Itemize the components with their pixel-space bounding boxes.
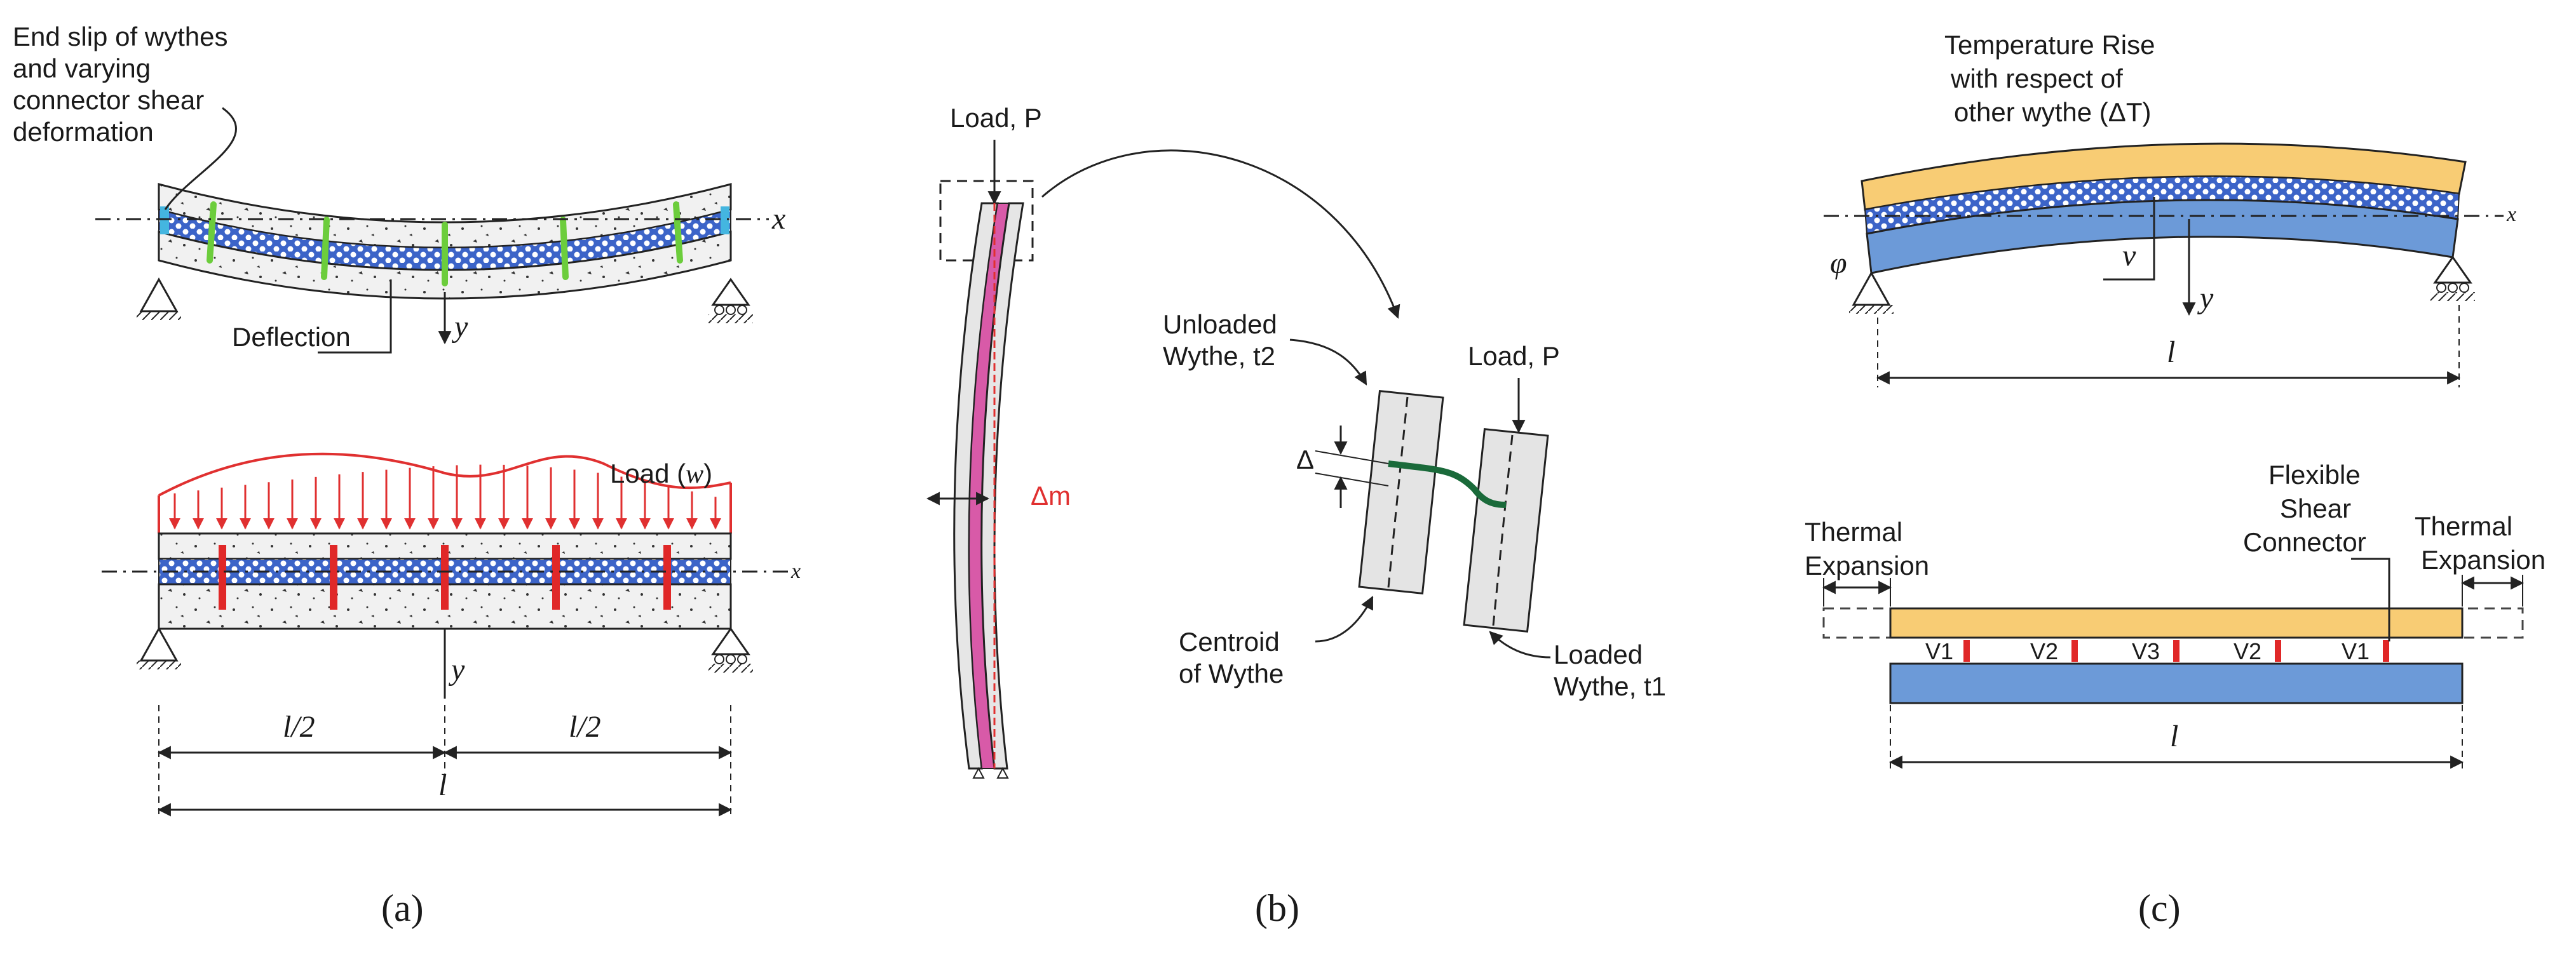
label-v2-right: V2	[2234, 638, 2261, 664]
support-roller-right-lower	[708, 627, 753, 673]
cool-wythe-flat	[1889, 662, 2464, 704]
support-pin-left	[137, 277, 181, 320]
panel-b: Load, P Δm Δ Load, P	[926, 103, 1666, 929]
caption-c: (c)	[2138, 887, 2181, 929]
span-dimensions: l/2 l/2 l	[157, 705, 733, 819]
span-half-right-label: l/2	[569, 710, 601, 744]
flexible-line-3: Connector	[2243, 527, 2366, 557]
delta-m-label: Δm	[1031, 481, 1071, 511]
axis-x-label: x	[771, 202, 785, 236]
thermal-left-line-2: Expansion	[1805, 551, 1929, 580]
label-v1-left: V1	[1925, 638, 1953, 664]
centroid-line-1: Centroid	[1179, 627, 1280, 657]
support-roller-right	[708, 278, 753, 323]
loaded-wythe-leader	[1489, 631, 1551, 659]
nu-label: ν	[2122, 239, 2136, 272]
temperature-line-2: with respect of	[1950, 64, 2123, 93]
green-connector	[673, 201, 683, 264]
temperature-line-1: Temperature Rise	[1944, 30, 2155, 60]
axis-x-label-c: x	[2506, 203, 2516, 226]
deflection-leader	[318, 279, 392, 354]
delta-ref-bottom	[1315, 473, 1389, 486]
warm-wythe-flat	[1889, 607, 2464, 639]
delta-ref-top	[1315, 450, 1389, 464]
shear-connectors-c	[1963, 640, 2389, 662]
caption-a: (a)	[381, 887, 424, 929]
panel-c: Temperature Rise with respect of other w…	[1805, 30, 2545, 929]
unloaded-wythe-leader	[1289, 339, 1367, 386]
load-detail-label: Load, P	[1468, 341, 1560, 371]
flexible-leader	[2351, 558, 2390, 641]
end-slip-line-1: End slip of wythes	[13, 22, 228, 51]
support-roller-right-c	[2430, 255, 2475, 301]
panel-a-loaded-beam: Load (w) x y	[102, 452, 801, 819]
load-label: Load (w)	[610, 459, 712, 489]
span-total-label: l	[438, 768, 447, 802]
support-pin-left-lower	[137, 626, 181, 669]
caption-b: (b)	[1255, 887, 1299, 929]
centroid-leader	[1315, 596, 1374, 643]
shear-connector-deformed	[1388, 460, 1507, 508]
green-connector	[321, 217, 330, 280]
flexible-line-2: Shear	[2280, 493, 2351, 523]
load-arrows	[169, 464, 721, 530]
bottom-wythe	[158, 231, 732, 300]
label-v3: V3	[2132, 638, 2160, 664]
support-pin-left-c	[1849, 271, 1894, 314]
thermal-right-line-1: Thermal	[2415, 511, 2512, 541]
green-connectors	[207, 201, 683, 286]
phi-label: φ	[1830, 246, 1847, 280]
red-connectors	[219, 545, 671, 610]
delta-label: Δ	[1296, 445, 1314, 474]
loaded-wythe-rect	[1463, 427, 1549, 633]
green-connector	[207, 201, 217, 264]
green-connector	[560, 217, 569, 280]
thermal-expansion: V1 V2 V3 V2 V1 Thermal Expansion Thermal…	[1805, 460, 2545, 772]
end-slip-leader	[164, 107, 237, 210]
label-v2-left: V2	[2030, 638, 2058, 664]
wythe-detail: Δ Load, P Unloaded Wythe, t2 Centroid of…	[1163, 309, 1666, 701]
centroid-line-2: of Wythe	[1179, 659, 1284, 688]
end-slip-line-2: and varying	[13, 53, 151, 83]
label-v1-right: V1	[2342, 638, 2369, 664]
thermal-left-line-1: Thermal	[1805, 517, 1902, 547]
unloaded-wythe-rect	[1358, 389, 1444, 595]
detail-leader	[1041, 149, 1400, 319]
end-slip-line-4: deformation	[13, 117, 154, 147]
axis-y-label-c: y	[2197, 281, 2214, 315]
span-half-left-label: l/2	[283, 710, 315, 744]
cambered-beam: x y ν φ l	[1824, 142, 2516, 387]
end-slip-line-3: connector shear	[13, 85, 204, 115]
flexible-line-1: Flexible	[2268, 460, 2361, 490]
unloaded-wythe-line-2: Wythe, t2	[1163, 341, 1275, 371]
axis-y-label: y	[451, 310, 468, 344]
load-envelope	[158, 452, 731, 497]
thermal-right-line-2: Expansion	[2421, 545, 2545, 575]
deflection-label: Deflection	[232, 322, 351, 352]
end-slip-right	[721, 206, 729, 234]
span-bottom-label: l	[2170, 720, 2178, 753]
loaded-wythe-line-2: Wythe, t1	[1554, 671, 1666, 701]
span-top-label: l	[2167, 335, 2175, 369]
loaded-wythe-line-1: Loaded	[1554, 640, 1643, 669]
axis-y-label-lower: y	[448, 653, 465, 687]
column-inner-wythe	[980, 202, 1024, 770]
panel-a-deflected-beam: x y Deflection End slip of wythes and va…	[13, 22, 785, 354]
buckled-column	[953, 202, 1024, 779]
temperature-line-3: other wythe (ΔT)	[1954, 97, 2151, 127]
end-slip-left	[160, 206, 169, 234]
unloaded-wythe-line-1: Unloaded	[1163, 309, 1277, 339]
axis-x-label-lower: x	[790, 560, 801, 583]
nu-leader	[2103, 197, 2155, 281]
panel-a: x y Deflection End slip of wythes and va…	[13, 22, 801, 929]
column-base-pins	[972, 767, 1009, 779]
load-top-label: Load, P	[950, 103, 1042, 133]
